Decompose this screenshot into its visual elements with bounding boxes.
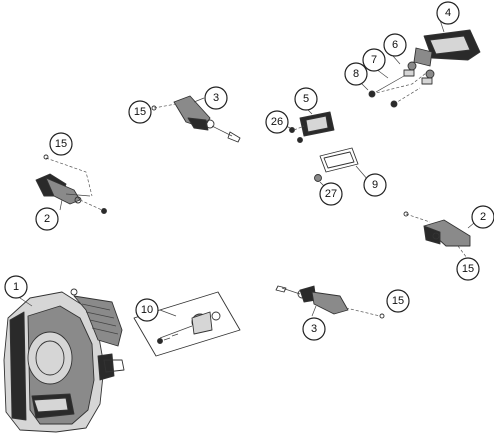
callout-15-left: 15 — [49, 132, 73, 156]
licence-plate-light — [299, 111, 335, 137]
callout-15-top-left: 15 — [128, 100, 152, 124]
headlight-assembly — [3, 288, 125, 433]
callout-8: 8 — [344, 62, 368, 86]
licence-plate-lens — [319, 147, 359, 173]
callout-3-bottom-label: 3 — [311, 323, 317, 335]
callout-5: 5 — [294, 87, 318, 111]
callout-5-label: 5 — [303, 93, 309, 105]
callout-3-top-label: 3 — [213, 92, 219, 104]
callout-4-label: 4 — [445, 7, 451, 19]
bracket-kit — [133, 291, 241, 357]
callout-15-right-label: 15 — [462, 263, 474, 275]
callout-15-bottom: 15 — [386, 289, 410, 313]
plate-light-nut — [314, 174, 322, 182]
turn-signal-right-front — [403, 211, 473, 265]
callout-9: 9 — [363, 173, 387, 197]
callout-2-left: 2 — [35, 207, 59, 231]
callout-27-label: 27 — [325, 188, 337, 200]
callout-6: 6 — [383, 33, 407, 57]
callout-2-left-label: 2 — [44, 213, 50, 225]
callout-15-left-label: 15 — [55, 138, 67, 150]
callout-3-top: 3 — [204, 86, 228, 110]
callout-15-bottom-label: 15 — [392, 295, 404, 307]
callout-4: 4 — [436, 1, 460, 25]
callout-2-right-label: 2 — [480, 211, 486, 223]
callout-8-label: 8 — [353, 68, 359, 80]
callout-27: 27 — [319, 182, 343, 206]
plate-light-screws — [289, 125, 305, 143]
callout-2-right: 2 — [471, 205, 494, 229]
callout-7: 7 — [362, 48, 386, 72]
turn-signal-left-front — [35, 154, 107, 214]
callout-15-right: 15 — [456, 257, 480, 281]
turn-signal-left-rear — [151, 95, 241, 143]
callout-26: 26 — [265, 110, 289, 134]
callout-10: 10 — [135, 298, 159, 322]
callout-26-label: 26 — [271, 116, 283, 128]
callout-1-label: 1 — [13, 281, 19, 293]
callout-6-label: 6 — [392, 39, 398, 51]
callout-15-top-left-label: 15 — [134, 106, 146, 118]
tail-light-fasteners — [368, 61, 435, 108]
turn-signal-right-rear — [275, 285, 385, 319]
callout-9-label: 9 — [372, 179, 378, 191]
tail-light — [413, 29, 481, 67]
callout-7-label: 7 — [371, 54, 377, 66]
callout-10-label: 10 — [141, 304, 153, 316]
callout-1: 1 — [4, 275, 28, 299]
callout-3-bottom: 3 — [302, 317, 326, 341]
